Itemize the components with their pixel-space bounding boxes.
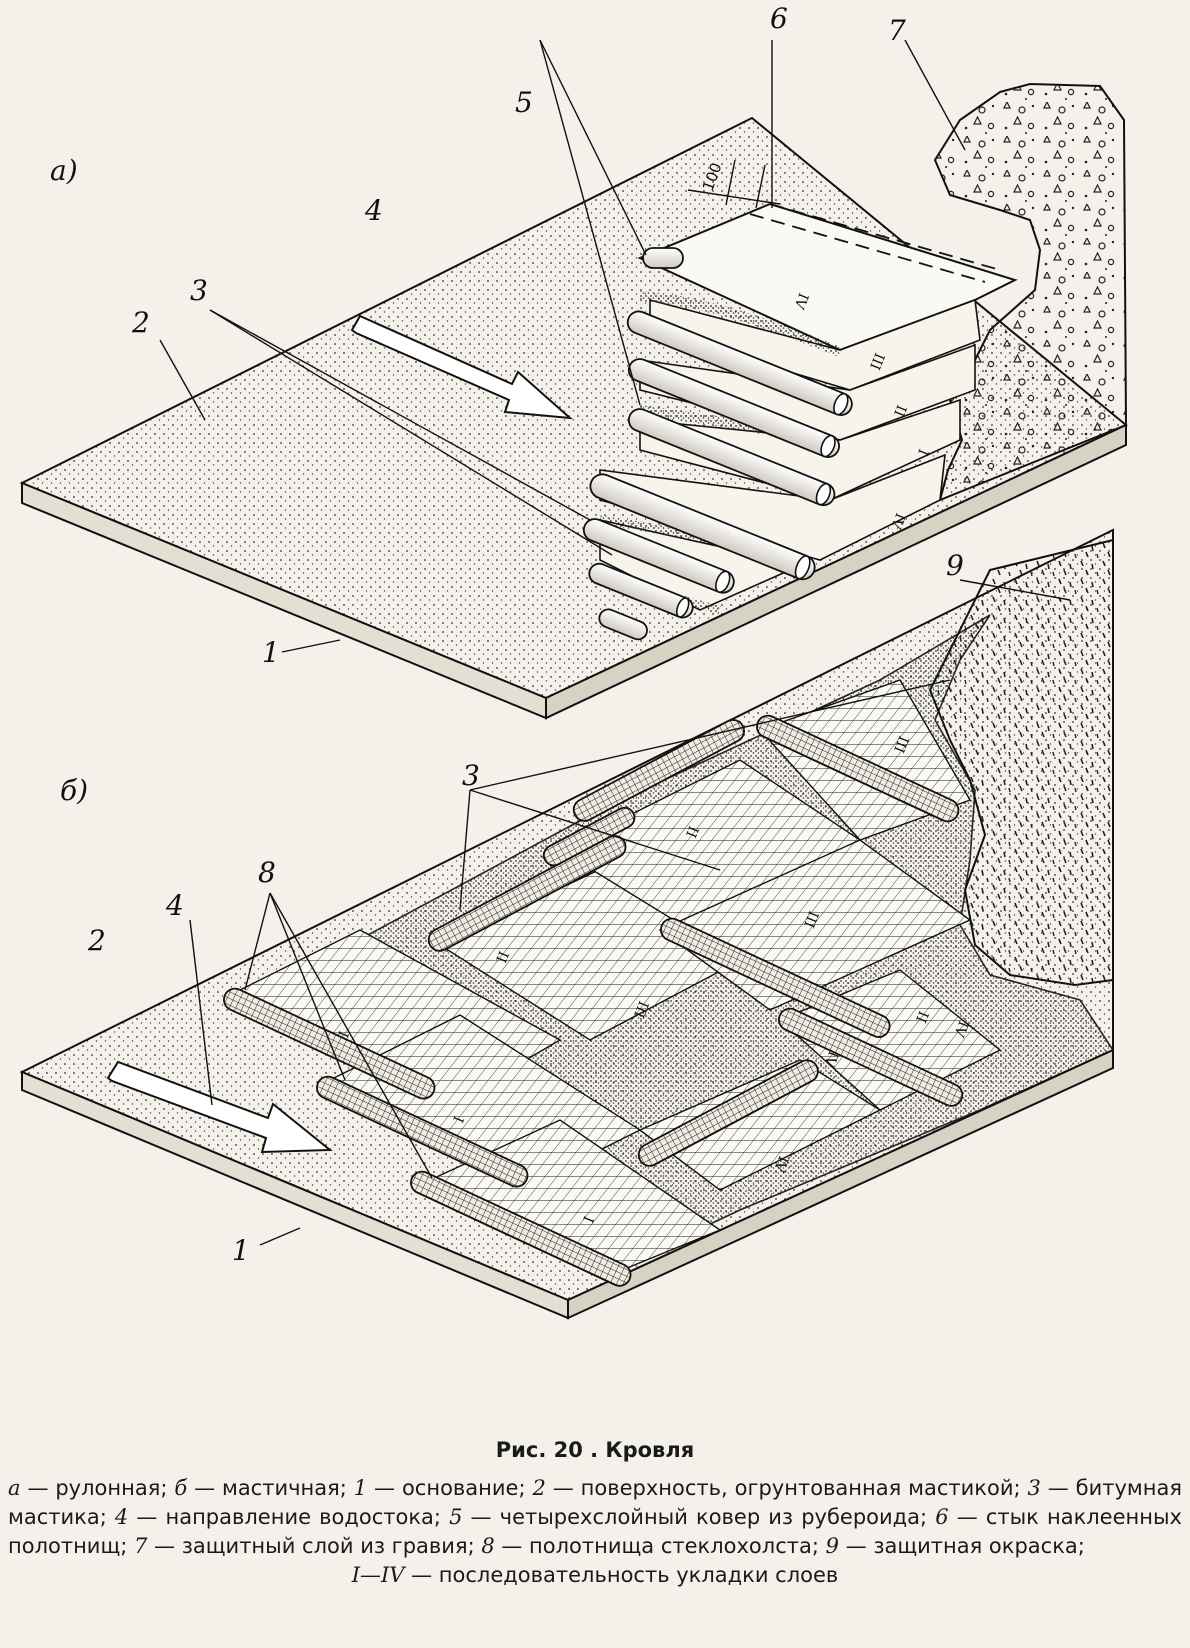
layer-numeral: IV [950,1019,971,1040]
figure-legend: а — рулонная; б — мастичная; 1 — основан… [8,1474,1182,1590]
callout-5: 5 [515,86,533,119]
layer-numeral: IV [820,1049,841,1070]
legend-key: 6 [935,1505,949,1529]
legend-text: — полотнища стеклохолста; [494,1534,826,1558]
layer-numeral: IV [770,1154,791,1175]
roll-cylinder [542,806,636,867]
roofing-diagram: IV III II I IV 100 а) 5 6 7 [19,2,1128,1320]
legend-key: 1 [353,1476,368,1500]
roll-cylinder [588,562,694,619]
layer-numeral: III [800,909,821,930]
panel-b: I II III IV I II III IV I II III IV [19,528,1115,1320]
legend-text: — мастичная; [187,1476,354,1500]
legend-key: 9 [825,1534,839,1558]
sheet-joint-dashed [749,203,1001,283]
layer-numeral: III [866,351,887,372]
rolls-b [223,714,964,1287]
callout-6: 6 [770,2,788,35]
roll-cylinder [756,714,960,823]
legend-key: 4 [114,1505,129,1529]
roll-cylinder [316,1075,529,1188]
legend-key: 8 [481,1534,495,1558]
legend-text: — направление водостока; [128,1505,450,1529]
legend-text: — четырехслойный ковер из рубероида; [462,1505,936,1529]
roll-cylinder [778,1007,964,1107]
layer-numeral: III [890,734,911,755]
roll-cylinder [427,834,627,952]
callout-4: 4 [364,194,383,227]
legend-text: — битумная мастика; [8,1476,1182,1529]
roll-cylinder [223,987,436,1100]
rolls-a [582,247,853,641]
layer-numeral: I [914,447,931,458]
legend-key: I—IV [351,1563,405,1587]
callout-3: 3 [190,274,208,307]
legend-key: 2 [532,1476,546,1500]
mesh-sheet [638,1059,882,1191]
layer-numeral: IV [887,511,908,532]
callout-1: 1 [262,636,280,669]
callout-1: 1 [232,1234,250,1267]
legend-text: — рулонная; [20,1476,175,1500]
legend-key: а [8,1476,21,1500]
roll-cylinder [410,1170,632,1287]
flow-arrow-icon [106,1060,333,1154]
layer-numerals-a: IV III II I IV [790,291,931,532]
layer-numeral: I [334,1029,351,1040]
roll-cylinder [637,1059,819,1167]
callout-3: 3 [462,759,480,792]
figure-caption: Рис. 20 . Кровля [0,1438,1190,1468]
roll-cylinder [598,608,648,641]
roll-cylinder [627,408,836,507]
legend-key: б [174,1476,188,1500]
roll-cylinder [572,719,745,822]
callout-4: 4 [165,889,184,922]
callout-2: 2 [131,306,150,339]
layer-numeral: IV [790,291,811,312]
legend-text: — основание; [367,1476,533,1500]
roll-cylinder [589,473,816,581]
leaders-a [159,39,966,653]
roll-cylinder [626,310,853,417]
base-slab-b-side [567,1048,1114,1320]
flow-arrow-icon [350,314,573,420]
legend-text: — последовательность укладки слоев [404,1563,839,1587]
layer-numeral: I [579,1214,596,1225]
roll-cylinder [582,518,735,594]
callout-7: 7 [888,14,906,47]
roll-cylinder [660,917,891,1038]
legend-key: 3 [1027,1476,1041,1500]
leaders-b [189,579,1071,1246]
legend-key: 7 [134,1534,148,1558]
layer-numeral: I [449,1114,466,1125]
legend-text: — защитная окраска; [838,1534,1085,1558]
base-slab-a-side [545,423,1127,720]
legend-key: 5 [449,1505,463,1529]
callout-8: 8 [258,856,276,889]
layer-numerals-b: I II III IV I II III IV I II III IV [334,734,971,1225]
legend-text: — поверхность, огрунтованная мастикой; [545,1476,1028,1500]
panel-label-a: а) [50,154,78,187]
legend-text: — стык наклеенных полотнищ; [8,1505,1182,1558]
panel-label-b: б) [60,774,88,807]
caption-title: Рис. 20 . Кровля [495,1438,695,1462]
layer-numeral: III [630,999,651,1020]
legend-last-line: I—IV — последовательность укладки слоев [8,1561,1182,1590]
panel-a: IV III II I IV 100 а) 5 6 7 [19,2,1128,720]
legend-text: — защитный слой из гравия; [147,1534,482,1558]
callout-9: 9 [946,549,964,582]
roll-cylinder [642,247,684,269]
callout-2: 2 [87,924,106,957]
